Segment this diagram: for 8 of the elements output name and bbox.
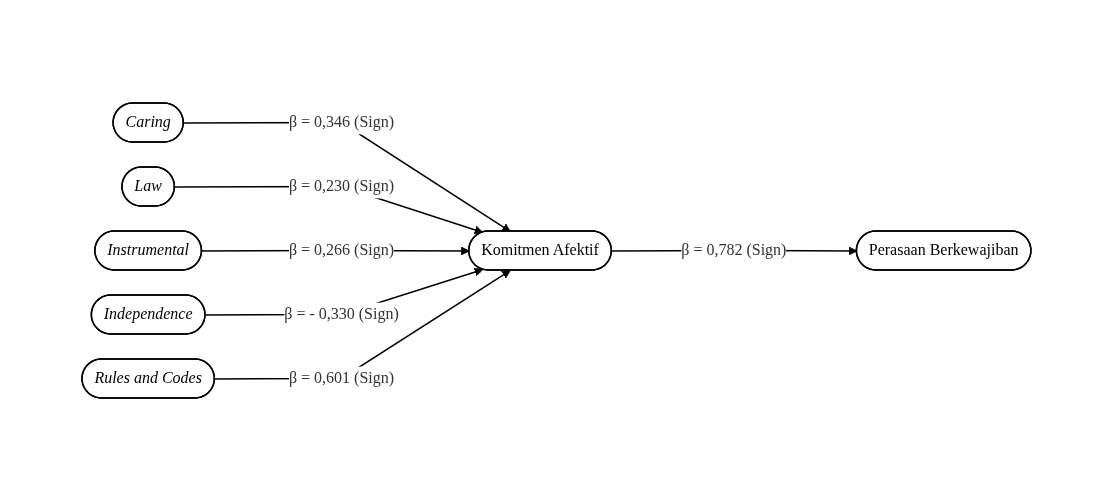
edge-label: β = 0,601 (Sign) — [288, 368, 394, 386]
arrow — [213, 269, 511, 380]
edge-label: β = 0,230 (Sign) — [288, 177, 394, 194]
edge-label: β = 0,346 (Sign) — [288, 113, 394, 130]
edge-label: β = 0,782 (Sign) — [680, 240, 786, 258]
arrow — [182, 121, 511, 232]
edge-label: β = 0,266 (Sign) — [288, 240, 394, 258]
edge-label: β = - 0,330 (Sign) — [283, 304, 399, 322]
